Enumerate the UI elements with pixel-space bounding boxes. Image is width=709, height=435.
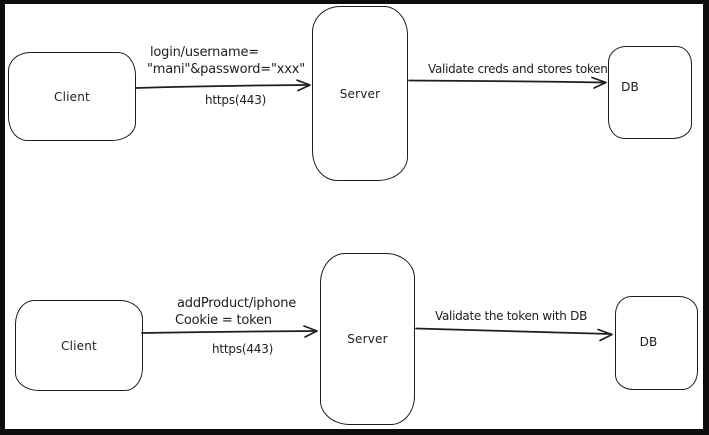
- db-node-label: DB: [621, 79, 639, 94]
- server-node-flow1: Server: [312, 6, 408, 181]
- client-node-label: Client: [61, 338, 97, 353]
- arrow-server-to-db-flow2: [415, 327, 613, 342]
- client-node-flow2: Client: [15, 300, 143, 391]
- server-node-label: Server: [339, 86, 381, 101]
- request-label-line1-flow2: addProduct/iphone: [177, 296, 297, 311]
- server-db-label-flow1: Validate creds and stores token: [428, 62, 608, 76]
- protocol-label-flow1: https(443): [205, 93, 267, 107]
- client-node-flow1: Client: [8, 52, 136, 141]
- server-node-label: Server: [347, 332, 388, 346]
- server-db-label-flow2: Validate the token with DB: [435, 309, 587, 323]
- db-node-flow1: DB: [608, 46, 692, 139]
- request-label-line1-flow1: login/username=: [150, 45, 259, 60]
- arrow-server-to-db-flow1: [408, 76, 607, 89]
- client-node-label: Client: [54, 89, 90, 104]
- request-label-line2-flow2: Cookie = token: [175, 313, 272, 328]
- request-label-line2-flow1: "mani"&password="xxx": [147, 62, 306, 77]
- db-node-flow2: DB: [615, 296, 698, 390]
- arrow-client-to-server-flow1: [135, 79, 311, 92]
- protocol-label-flow2: https(443): [212, 342, 274, 356]
- db-node-label: DB: [639, 335, 658, 349]
- server-node-flow2: Server: [320, 253, 415, 425]
